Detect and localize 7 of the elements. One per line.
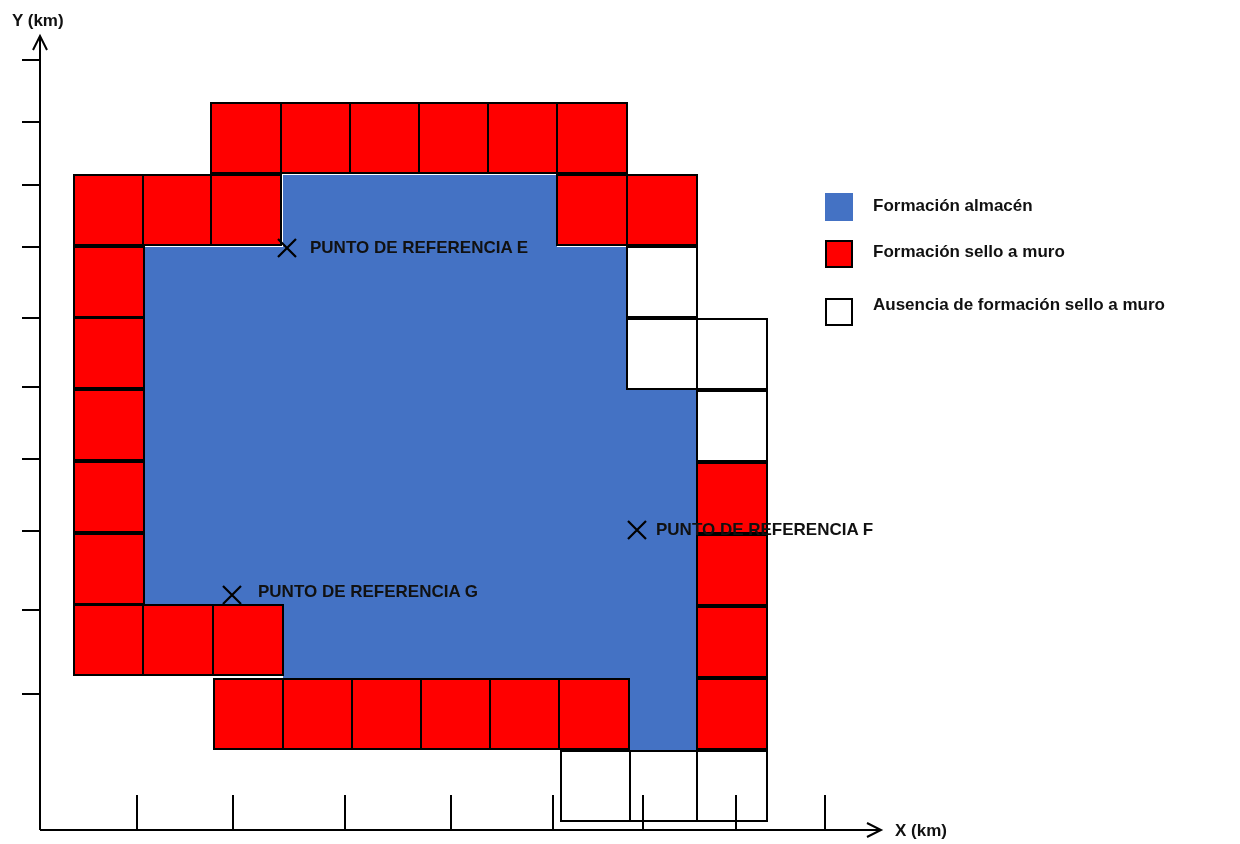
legend-label: Formación sello a muro (873, 242, 1065, 262)
axis-title: X (km) (895, 821, 947, 841)
point-label: PUNTO DE REFERENCIA G (258, 582, 479, 602)
point-label: PUNTO DE REFERENCIA E (310, 238, 529, 258)
legend-label: Formación almacén (873, 196, 1033, 216)
axis-title: Y (km) (12, 11, 64, 31)
legend-label: Ausencia de formación sello a muro (873, 295, 1165, 315)
